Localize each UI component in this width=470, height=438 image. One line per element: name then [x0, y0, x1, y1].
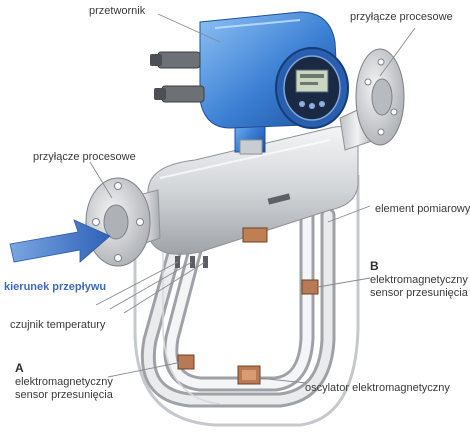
- right-process-connection: [339, 48, 405, 151]
- label-measuring-element: element pomiarowy: [375, 203, 470, 215]
- transmitter-head: [199, 11, 349, 129]
- label-temperature-sensor: czujnik temperatury: [10, 319, 106, 331]
- oscillator-coil: [237, 365, 261, 385]
- label-process-connection-right: przyłącze procesowe: [350, 11, 453, 23]
- flow-direction-arrow: [9, 219, 111, 263]
- label-sensor-a-line2: sensor przesunięcia: [15, 389, 114, 401]
- label-sensor-a-letter: A: [15, 361, 24, 375]
- leader-lines: [89, 13, 416, 384]
- label-sensor-a-line1: elektromagnetyczny: [15, 376, 113, 388]
- label-process-connection-left: przyłącze procesowe: [33, 151, 136, 163]
- sensor-a-coil: [177, 354, 195, 370]
- sensor-b-coil: [301, 279, 319, 295]
- label-sensor-b-letter: B: [370, 259, 379, 273]
- cable-glands: [150, 51, 205, 103]
- label-sensor-b-line1: elektromagnetyczny: [370, 274, 468, 286]
- manifold-body: [147, 126, 359, 268]
- label-oscillator: oscylator elektromagnetyczny: [305, 382, 450, 394]
- label-flow-direction: kierunek przepływu: [4, 281, 106, 293]
- left-process-connection: [85, 177, 161, 267]
- label-transmitter: przetwornik: [89, 5, 146, 17]
- label-sensor-b-line2: sensor przesunięcia: [370, 287, 469, 299]
